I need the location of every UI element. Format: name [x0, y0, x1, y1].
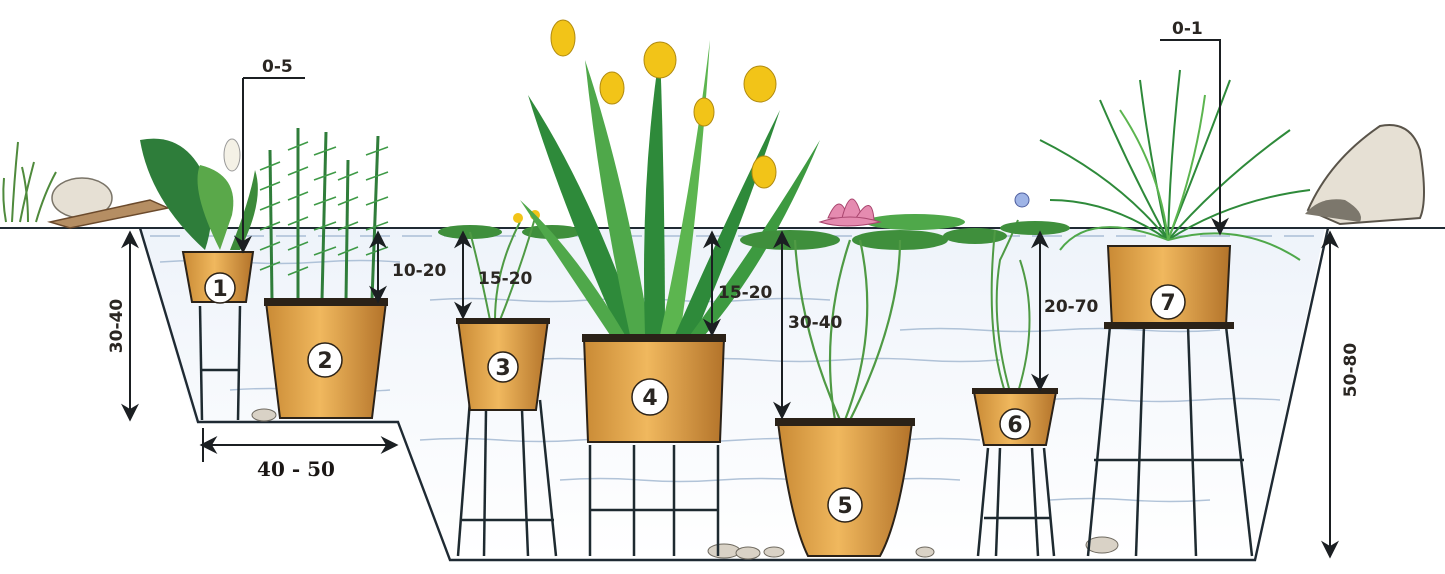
label-pot4: 15-20	[718, 283, 773, 303]
label-pot1-depth: 30-40	[107, 299, 127, 354]
label-pot3: 15-20	[478, 269, 533, 289]
iris-flowers	[551, 20, 776, 188]
right-bank-rock	[1305, 125, 1424, 224]
label-pot7-top: 0-1	[1172, 19, 1203, 39]
pot-7-number: 7	[1160, 291, 1175, 316]
pot-3-number: 3	[495, 356, 510, 381]
label-shelf-width: 40 - 50	[257, 457, 335, 481]
label-pot6: 20-70	[1044, 297, 1099, 317]
label-pot5: 30-40	[788, 313, 843, 333]
pot-1-number: 1	[212, 277, 227, 302]
pot-2-number: 2	[317, 349, 332, 374]
pot-4-number: 4	[642, 386, 657, 411]
label-pot2: 10-20	[392, 261, 447, 281]
pot-5-number: 5	[837, 494, 852, 519]
lily-flower	[820, 199, 880, 226]
label-pot1-top: 0-5	[262, 57, 293, 77]
label-pond-depth: 50-80	[1341, 343, 1361, 398]
pot-6-number: 6	[1007, 413, 1022, 438]
